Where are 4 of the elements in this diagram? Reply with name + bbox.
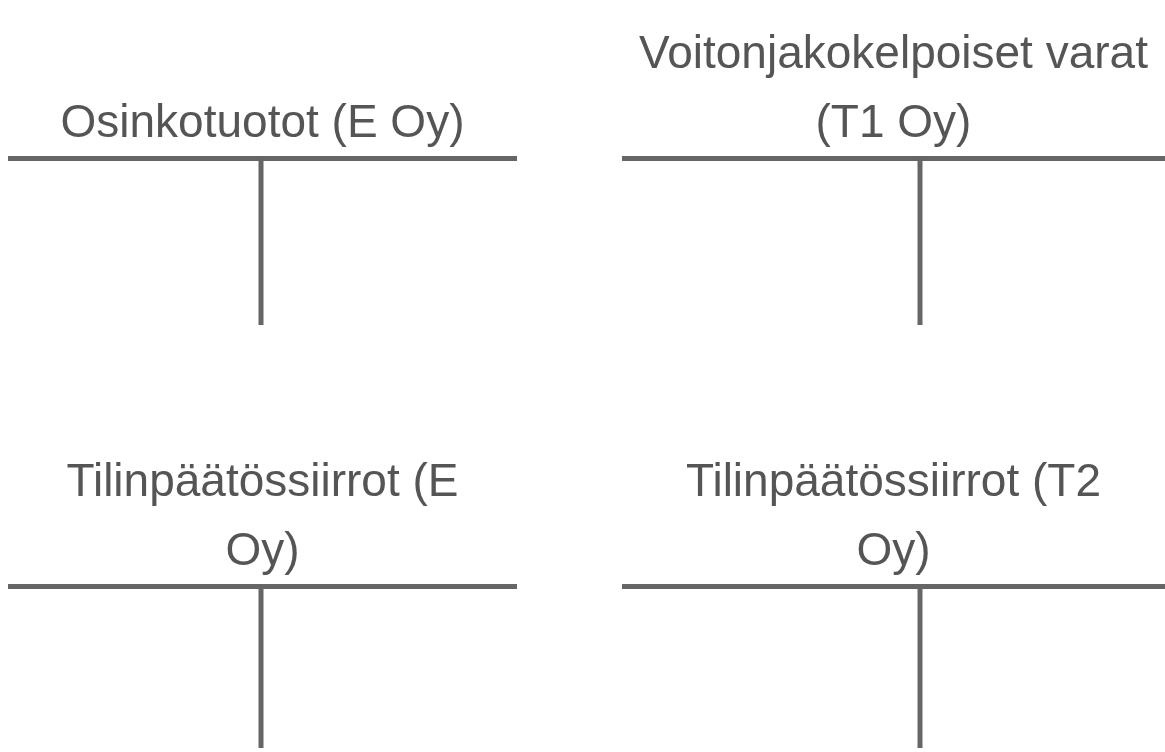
- account-title: Tilinpäätössiirrot (T2 Oy): [685, 453, 1102, 577]
- account-title: Voitonjakokelpoiset varat (T1 Oy): [638, 25, 1149, 149]
- account-title: Tilinpäätössiirrot (E Oy): [65, 453, 460, 577]
- account-title: Osinkotuotot (E Oy): [59, 94, 466, 149]
